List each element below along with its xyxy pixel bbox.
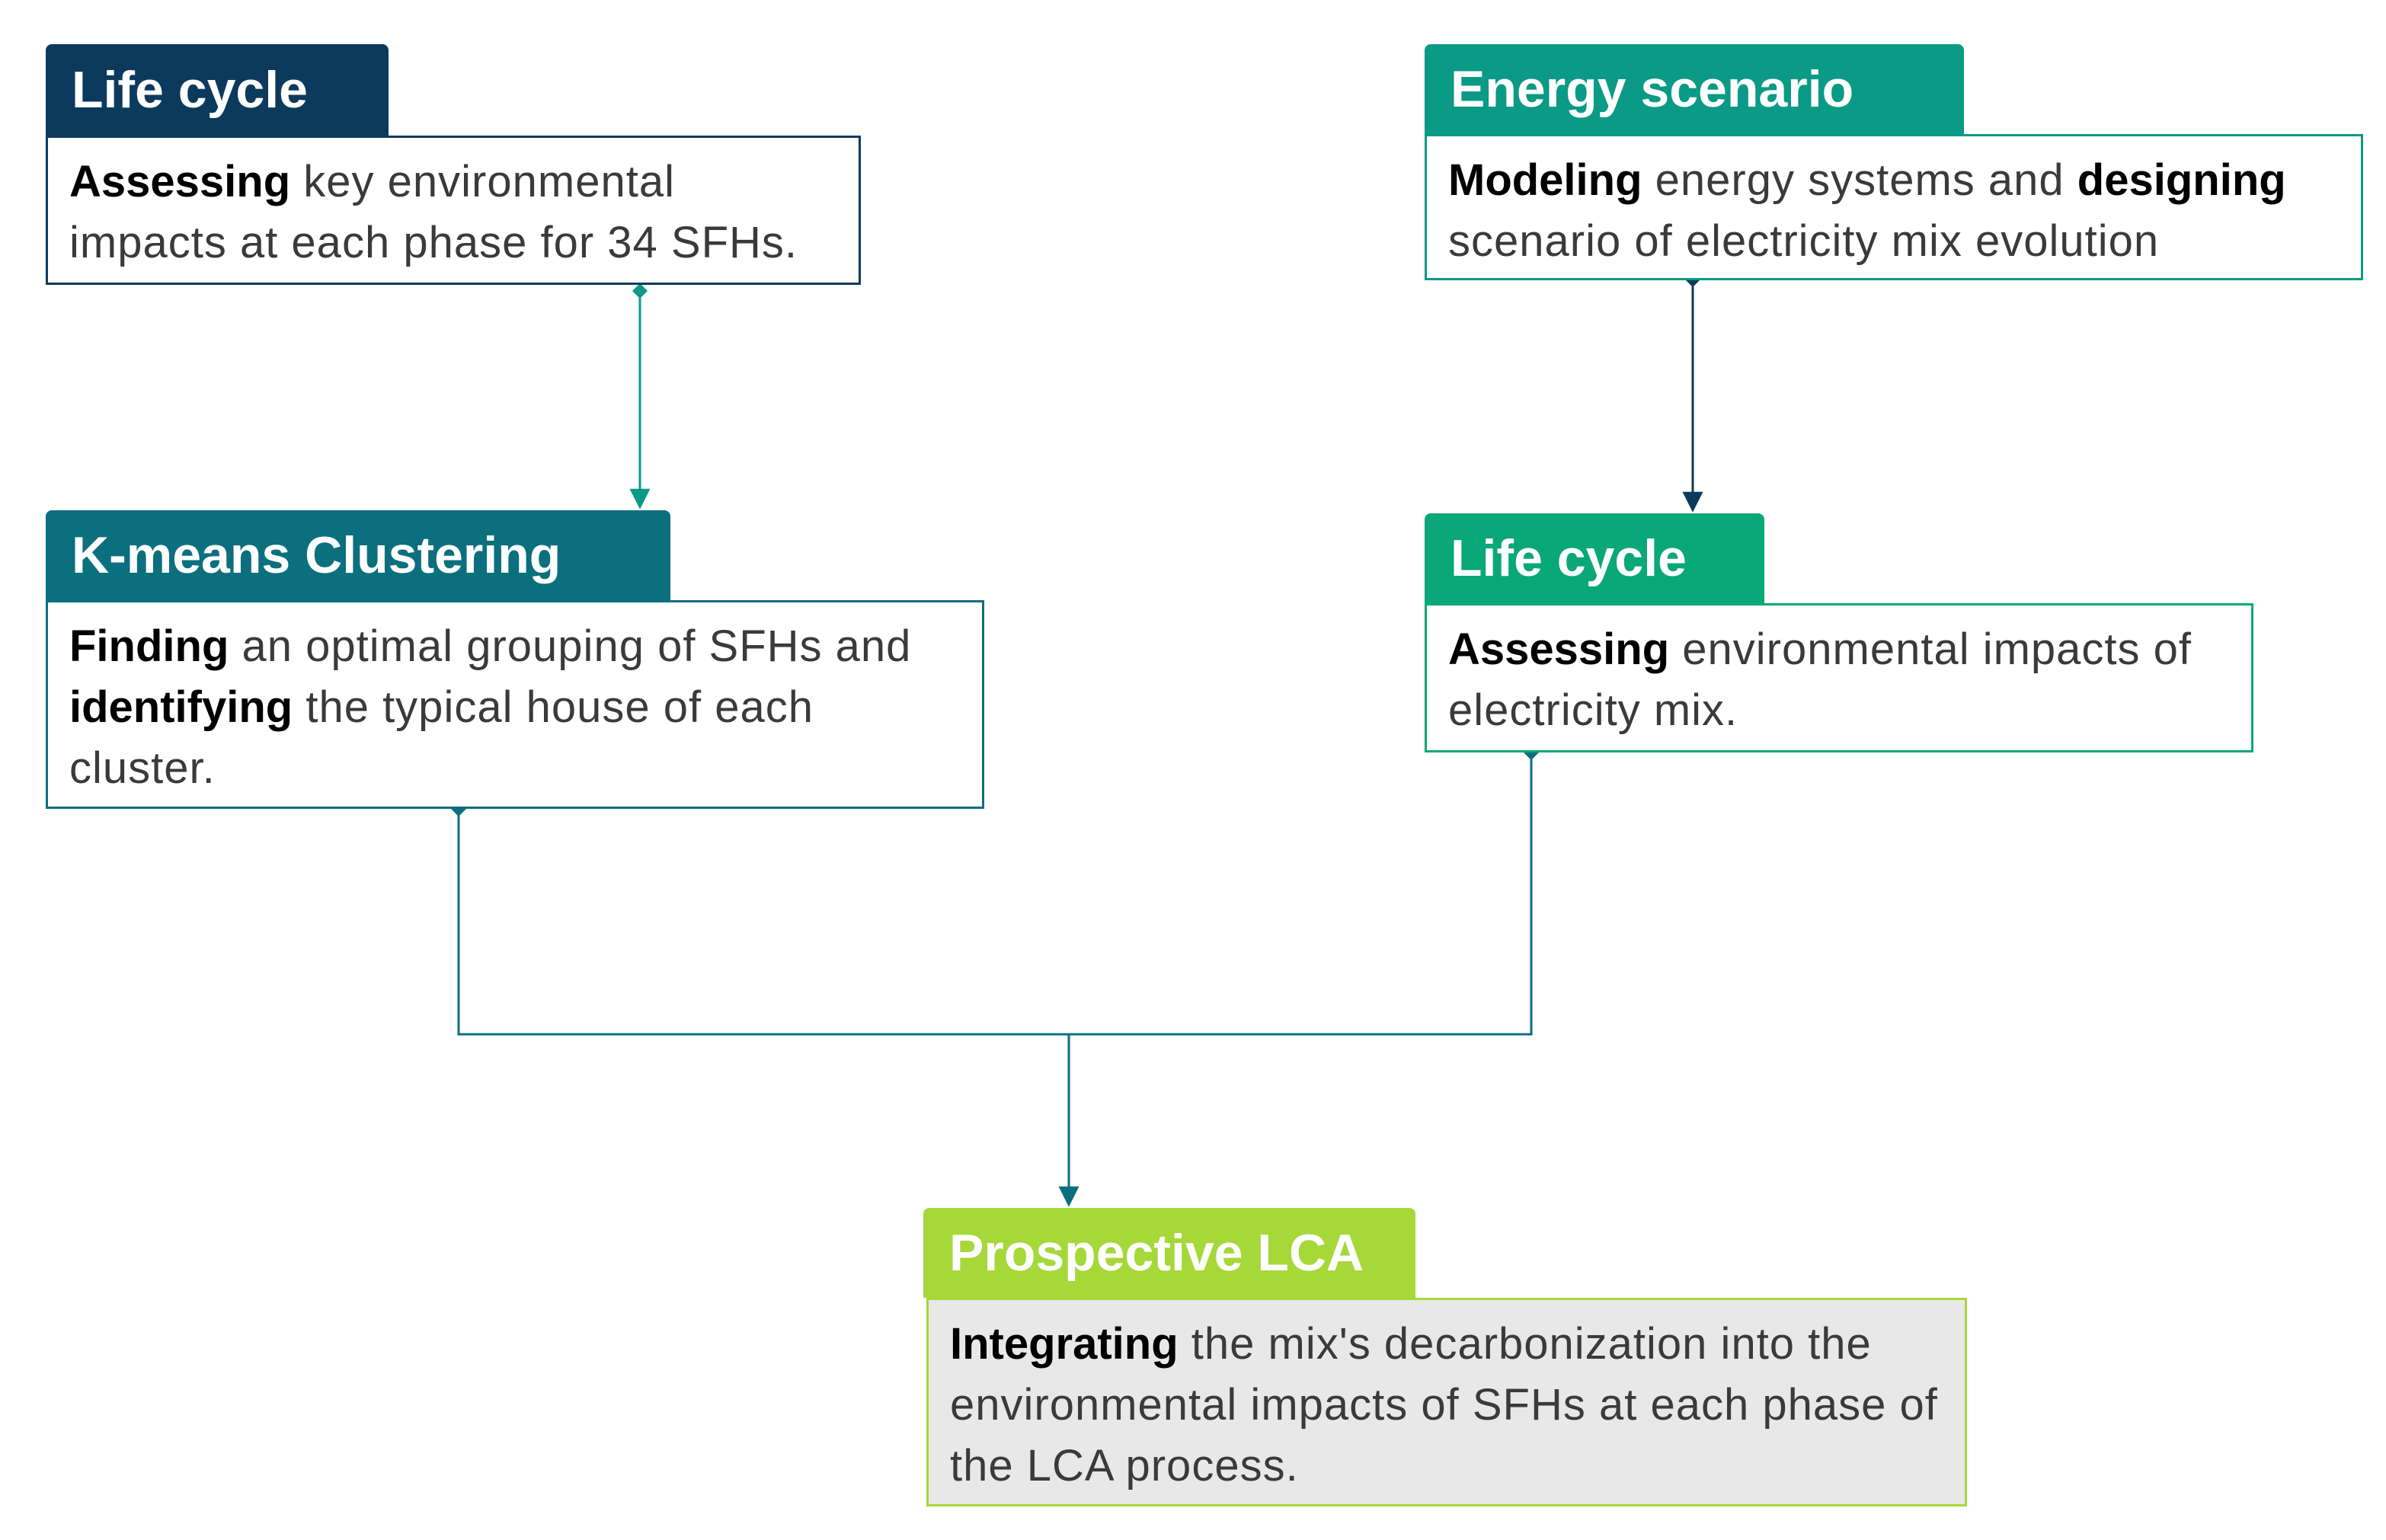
connector-energy-to-lifecycle — [1682, 272, 1703, 513]
connector-merge-to-prospective — [451, 745, 1539, 1207]
node-text: the mix's decarbonization into the envir… — [950, 1319, 1938, 1490]
node-title: K-means Clustering — [46, 510, 670, 600]
node-life-cycle-sfh: Life cycle Assessing key environmental i… — [46, 44, 861, 285]
node-body: Modeling energy systems and designing sc… — [1425, 134, 2363, 280]
node-keyword: designing — [2077, 155, 2286, 205]
node-keyword: Integrating — [950, 1319, 1179, 1369]
node-title: Life cycle — [1425, 513, 1764, 603]
node-body: Finding an optimal grouping of SFHs and … — [46, 600, 984, 809]
node-text: scenario of electricity mix evolution — [1448, 216, 2160, 266]
node-body: Assessing environmental impacts of elect… — [1425, 603, 2253, 752]
node-keyword: Modeling — [1448, 155, 1642, 205]
node-body: Assessing key environmental impacts at e… — [46, 136, 861, 285]
node-body: Integrating the mix's decarbonization in… — [926, 1298, 1967, 1506]
node-energy-scenario: Energy scenario Modeling energy systems … — [1425, 44, 2363, 280]
node-text: key environmental impacts at each phase … — [69, 157, 798, 267]
node-keyword: Assessing — [69, 157, 291, 206]
node-keyword: Finding — [69, 621, 229, 671]
node-text: energy systems and — [1655, 155, 2065, 205]
node-text: an optimal grouping of SFHs and — [241, 621, 912, 671]
node-kmeans-clustering: K-means Clustering Finding an optimal gr… — [46, 510, 984, 809]
node-title: Prospective LCA — [923, 1208, 1415, 1298]
node-prospective-lca: Prospective LCA Integrating the mix's de… — [923, 1208, 1967, 1506]
node-title: Energy scenario — [1425, 44, 1964, 134]
node-text: environmental impacts of electricity mix… — [1448, 625, 2192, 735]
node-keyword: identifying — [69, 682, 293, 732]
node-text: the typical house of each cluster. — [69, 682, 814, 793]
node-keyword: Assessing — [1448, 625, 1670, 674]
connector-lifecycle-to-kmeans — [629, 283, 651, 510]
node-life-cycle-mix: Life cycle Assessing environmental impac… — [1425, 513, 2253, 752]
node-title: Life cycle — [46, 44, 389, 136]
